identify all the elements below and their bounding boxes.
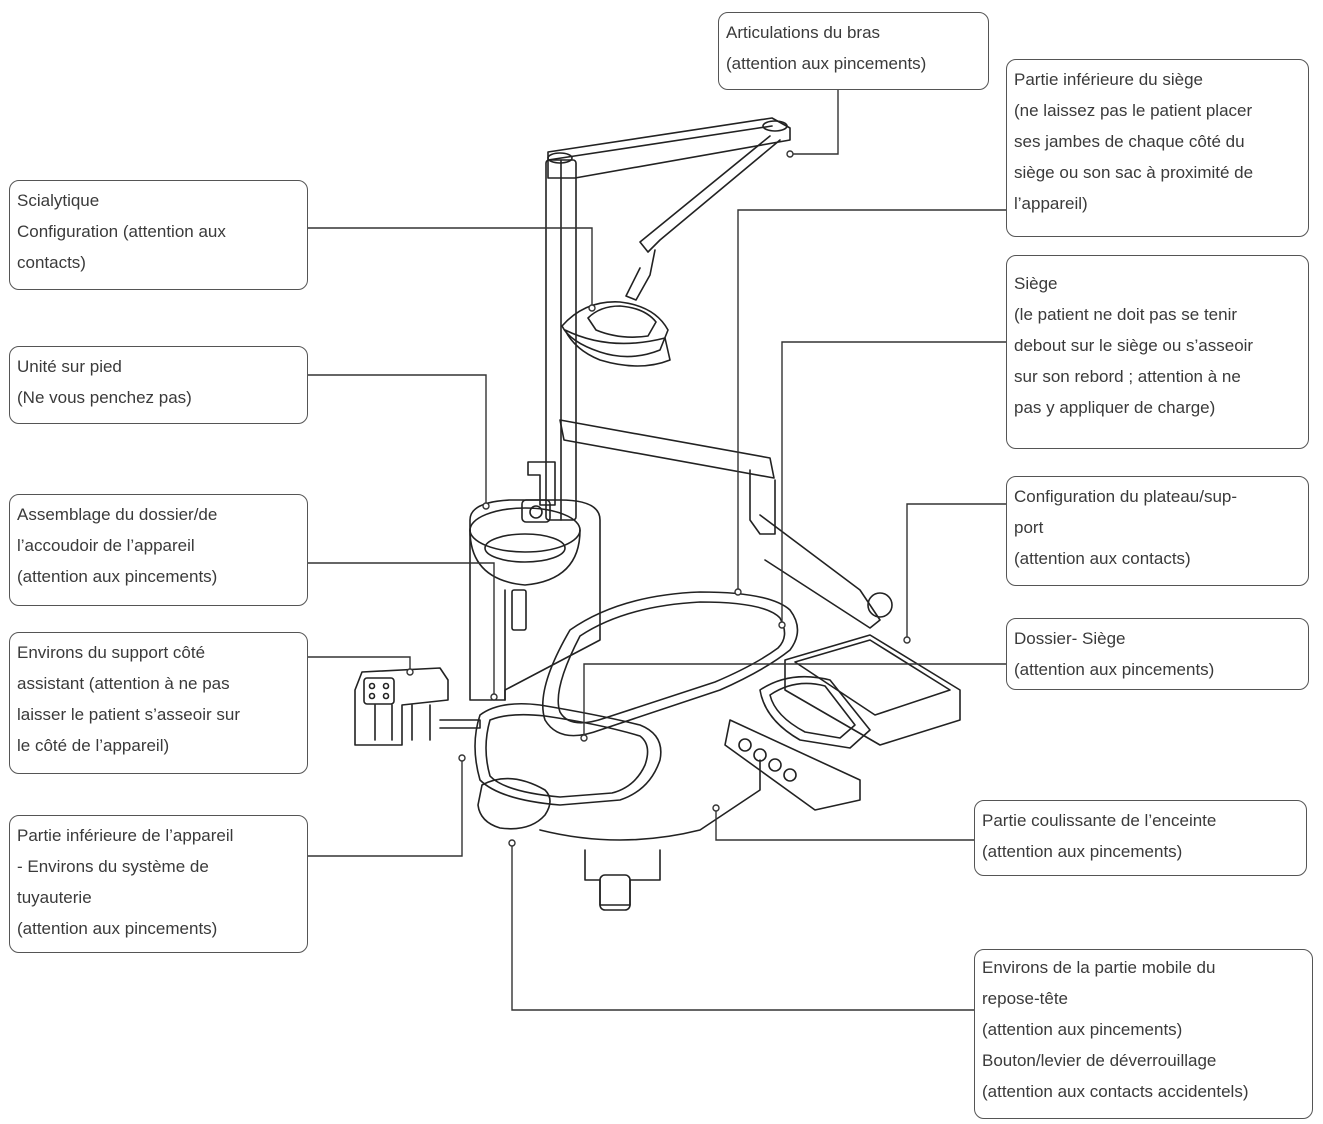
leader-scialytique: [308, 227, 593, 308]
callout-arm-joints: Articulations du bras (attention aux pin…: [718, 12, 989, 90]
light-arm: [547, 117, 791, 301]
callout-seat: Siège (le patient ne doit pas se tenir d…: [1006, 255, 1309, 449]
callout-backrest-seat: Dossier- Siège (attention aux pincements…: [1006, 618, 1309, 690]
operating-light: [561, 301, 671, 367]
callout-backrest: Assemblage du dossier/de l’accoudoir de …: [9, 494, 308, 606]
callout-seat-lower: Partie inférieure du siège (ne laissez p…: [1006, 59, 1309, 237]
leader-seat-lower: [737, 209, 1006, 592]
leader-arm-joints: [790, 80, 839, 155]
callout-assistant: Environs du support côté assistant (atte…: [9, 632, 308, 774]
callout-scialytique: Scialytique Configuration (attention aux…: [9, 180, 308, 290]
leader-assistant: [308, 656, 411, 672]
leader-backrest: [308, 562, 495, 697]
callout-unit-stand: Unité sur pied (Ne vous penchez pas): [9, 346, 308, 424]
leader-headrest: [511, 843, 974, 1011]
assistant-holder: [354, 667, 481, 746]
lower-arm: [559, 419, 893, 629]
leader-sliding: [715, 808, 974, 841]
leader-seat: [781, 341, 1006, 625]
cuspidor-unit: [469, 461, 601, 701]
doctor-tray: [724, 634, 961, 811]
leader-backrest-seat: [583, 663, 1006, 738]
dental-chair: [474, 591, 799, 911]
leader-lower-unit: [308, 758, 463, 857]
leader-lines: [308, 80, 1006, 1011]
leader-tray: [906, 503, 1006, 640]
callout-lower-unit: Partie inférieure de l’appareil - Enviro…: [9, 815, 308, 953]
callout-headrest: Environs de la partie mobile du repose-t…: [974, 949, 1313, 1119]
leader-unit-stand: [308, 374, 487, 506]
callout-sliding: Partie coulissante de l’enceinte (attent…: [974, 800, 1307, 876]
callout-tray: Configuration du plateau/sup- port (atte…: [1006, 476, 1309, 586]
